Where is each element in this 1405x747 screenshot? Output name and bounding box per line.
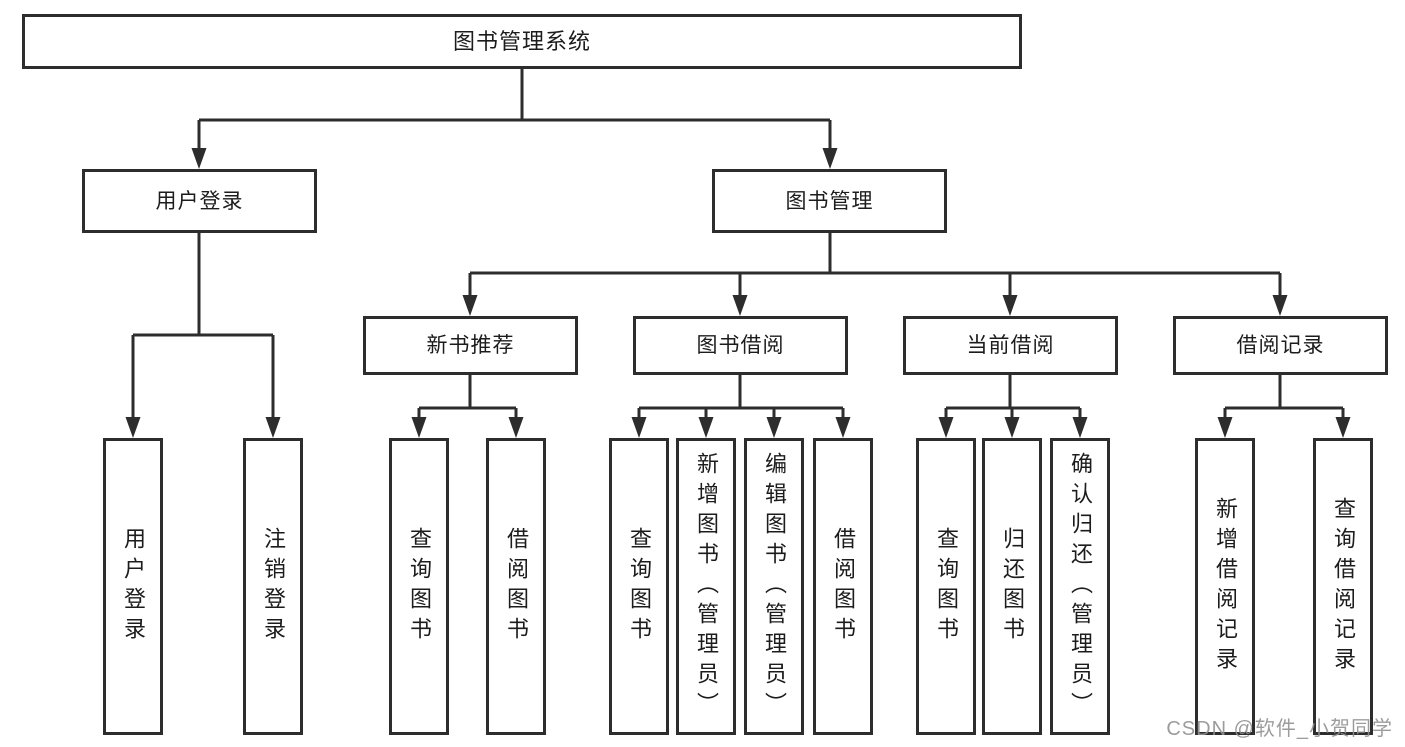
leaf-add-borrow-record: 新增借阅记录 bbox=[1195, 438, 1255, 735]
leaf-recommend-query-books: 查询图书 bbox=[389, 438, 449, 735]
node-book-management: 图书管理 bbox=[712, 169, 947, 233]
leaf-user-login: 用户登录 bbox=[103, 438, 163, 735]
leaf-borrow-books: 借阅图书 bbox=[813, 438, 873, 735]
leaf-edit-book-admin: 编辑图书（管理员） bbox=[744, 438, 804, 735]
csdn-watermark: CSDN @软件_小贺同学 bbox=[1166, 718, 1393, 740]
node-user-login: 用户登录 bbox=[82, 169, 317, 233]
leaf-query-borrow-record: 查询借阅记录 bbox=[1313, 438, 1373, 735]
leaf-logout: 注销登录 bbox=[243, 438, 303, 735]
leaf-borrow-query-books: 查询图书 bbox=[609, 438, 669, 735]
node-borrow-records: 借阅记录 bbox=[1173, 316, 1388, 375]
node-book-borrow: 图书借阅 bbox=[633, 316, 848, 375]
node-new-book-recommend: 新书推荐 bbox=[363, 316, 578, 375]
node-root: 图书管理系统 bbox=[22, 14, 1022, 69]
leaf-current-query-books: 查询图书 bbox=[916, 438, 976, 735]
leaf-recommend-borrow-books: 借阅图书 bbox=[486, 438, 546, 735]
node-current-borrow: 当前借阅 bbox=[903, 316, 1118, 375]
leaf-confirm-return-admin: 确认归还（管理员） bbox=[1050, 438, 1110, 735]
leaf-return-book: 归还图书 bbox=[982, 438, 1042, 735]
leaf-add-book-admin: 新增图书（管理员） bbox=[676, 438, 736, 735]
